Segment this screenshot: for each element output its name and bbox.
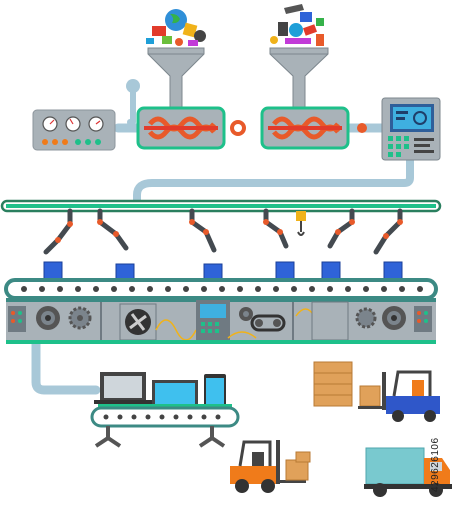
crane-hook	[296, 211, 306, 236]
input-items-left	[146, 9, 206, 46]
gear-icon	[355, 307, 377, 329]
laptop-icon	[94, 372, 152, 404]
gear-icon	[357, 123, 367, 133]
input-items-right	[270, 4, 324, 46]
side-panel-left	[8, 306, 26, 332]
robot-arm-icon	[189, 208, 217, 253]
drive-belt	[250, 314, 286, 332]
control-screen-icon	[390, 104, 434, 132]
processing-chamber-right	[260, 106, 350, 150]
overhead-rail	[0, 199, 442, 213]
robot-arm-icon	[373, 208, 403, 255]
gear-icon	[36, 306, 60, 330]
delivery-truck-icon	[364, 447, 452, 497]
cardboard-box-icon	[313, 361, 353, 407]
robot-arm-icon	[327, 208, 355, 249]
tablet-icon	[204, 374, 226, 408]
funnel-icon	[147, 47, 205, 111]
gauge-icon	[65, 116, 81, 132]
forklift-icon	[230, 440, 311, 493]
gauge-icon	[88, 116, 104, 132]
belt-control-panel	[196, 300, 230, 342]
gear-icon	[382, 306, 406, 330]
indicator-lights	[42, 139, 101, 145]
processing-chamber-left	[136, 106, 226, 150]
forklift-icon	[358, 370, 440, 422]
supply-pipes	[31, 85, 414, 395]
gear-icon	[239, 307, 253, 321]
gear-icon	[68, 306, 92, 330]
robot-arm-icon	[263, 208, 289, 249]
side-panel-right	[414, 306, 432, 332]
output-station	[90, 372, 240, 448]
fan-unit	[119, 303, 157, 341]
control-cabinet	[381, 97, 441, 161]
keypad	[388, 136, 409, 157]
product-boxes	[43, 261, 403, 281]
gauge-icon	[42, 116, 58, 132]
gear-icon	[230, 120, 246, 136]
pipe-valve-knob	[126, 79, 140, 93]
funnel-icon	[269, 47, 329, 111]
robot-arm-icon	[97, 208, 129, 251]
robot-arm-icon	[43, 208, 73, 255]
stock-image-id: 429626106	[430, 437, 441, 492]
gauge-panel	[32, 109, 116, 151]
